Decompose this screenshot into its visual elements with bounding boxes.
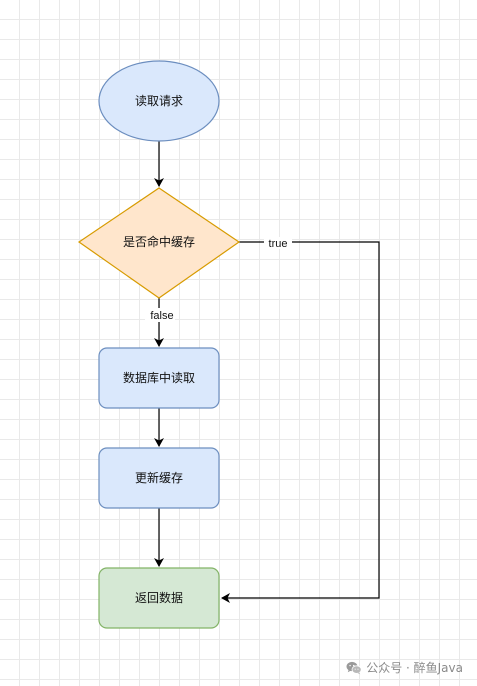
node-return-data-label: 返回数据 xyxy=(135,590,183,605)
node-read-from-database-label: 数据库中读取 xyxy=(123,370,195,385)
watermark: 公众号 · 醉鱼Java xyxy=(346,659,463,676)
wechat-logo-icon xyxy=(346,661,362,675)
node-read-from-database[interactable]: 数据库中读取 xyxy=(98,347,220,409)
edge-label-true: true xyxy=(269,238,288,250)
node-cache-hit-decision[interactable]: 是否命中缓存 xyxy=(77,187,241,299)
edge-decision-to-return: true xyxy=(221,237,380,603)
node-cache-hit-decision-label: 是否命中缓存 xyxy=(123,234,195,249)
node-read-request[interactable]: 读取请求 xyxy=(98,60,220,142)
false-label-background xyxy=(145,308,175,322)
node-update-cache-label: 更新缓存 xyxy=(135,470,183,485)
edge-decision-to-read-db: false xyxy=(145,298,175,347)
true-label-background xyxy=(264,237,292,249)
node-return-data[interactable]: 返回数据 xyxy=(98,567,220,629)
watermark-text: 公众号 · 醉鱼Java xyxy=(366,661,463,675)
node-update-cache[interactable]: 更新缓存 xyxy=(98,447,220,509)
edge-label-false: false xyxy=(150,310,173,322)
node-read-request-label: 读取请求 xyxy=(135,94,183,108)
